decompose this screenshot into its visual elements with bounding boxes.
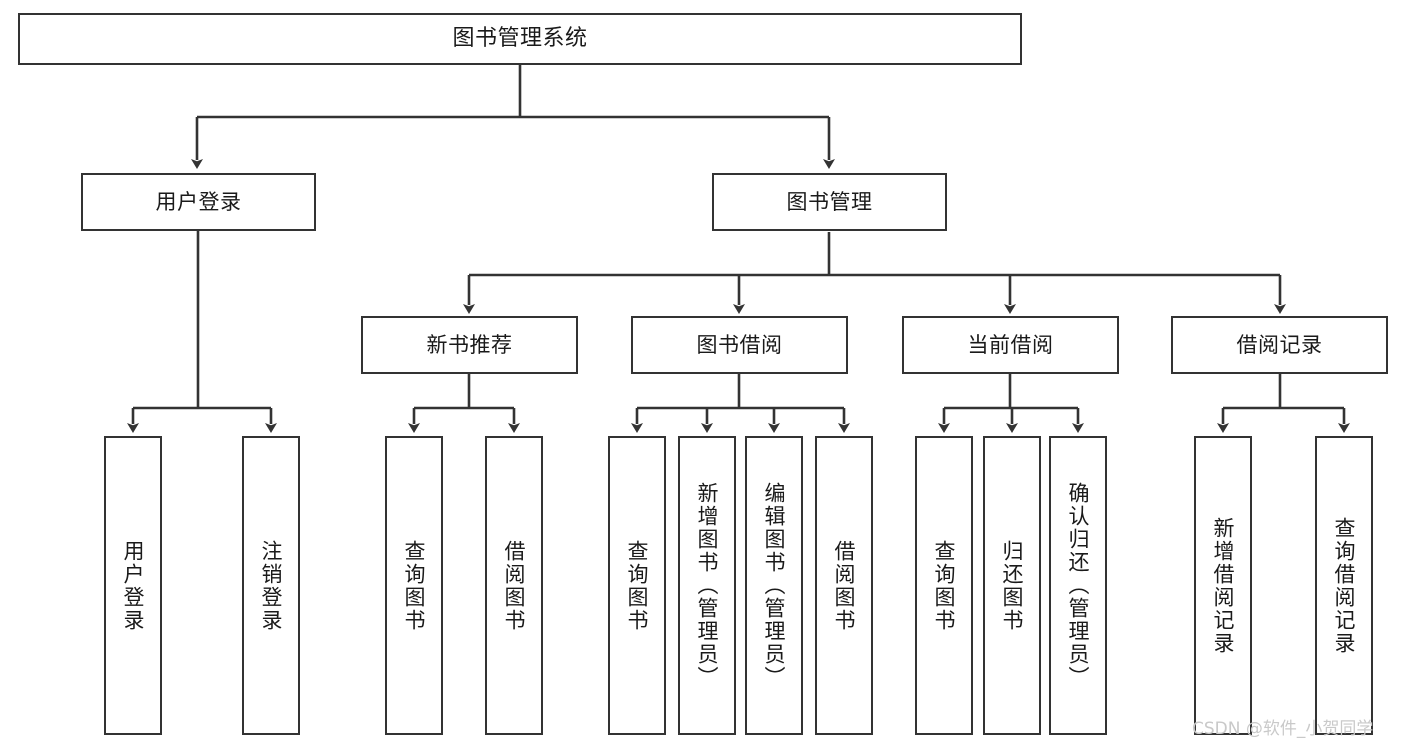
node-label: 用户登录 bbox=[121, 539, 146, 632]
node-label: 新增图书（管理员） bbox=[695, 482, 720, 689]
node-label: 查询借阅记录 bbox=[1332, 516, 1357, 655]
watermark: CSDN @软件_小贺同学 bbox=[1192, 719, 1374, 739]
node-label: 图书管理 bbox=[786, 189, 873, 214]
node-label: 借阅图书 bbox=[502, 539, 527, 632]
node-label: 借阅图书 bbox=[832, 539, 857, 632]
leaf-new-book-query-book[interactable]: 查询图书 bbox=[385, 436, 443, 735]
node-current-borrow[interactable]: 当前借阅 bbox=[902, 316, 1119, 374]
node-label: 借阅记录 bbox=[1236, 332, 1323, 357]
node-label: 当前借阅 bbox=[967, 332, 1054, 357]
node-label: 新增借阅记录 bbox=[1211, 516, 1236, 655]
leaf-book-borrow-query-book[interactable]: 查询图书 bbox=[608, 436, 666, 735]
leaf-book-borrow-borrow-book[interactable]: 借阅图书 bbox=[815, 436, 873, 735]
node-label: 注销登录 bbox=[259, 539, 284, 632]
leaf-new-book-borrow-book[interactable]: 借阅图书 bbox=[485, 436, 543, 735]
node-label: 查询图书 bbox=[932, 539, 957, 632]
node-label: 图书借阅 bbox=[696, 332, 783, 357]
leaf-book-borrow-edit-book[interactable]: 编辑图书（管理员） bbox=[745, 436, 803, 735]
node-borrow-record[interactable]: 借阅记录 bbox=[1171, 316, 1388, 374]
leaf-user-login-logout[interactable]: 注销登录 bbox=[242, 436, 300, 735]
leaf-current-borrow-return-book[interactable]: 归还图书 bbox=[983, 436, 1041, 735]
node-new-book-recommend[interactable]: 新书推荐 bbox=[361, 316, 578, 374]
leaf-book-borrow-add-book[interactable]: 新增图书（管理员） bbox=[678, 436, 736, 735]
leaf-borrow-record-add-record[interactable]: 新增借阅记录 bbox=[1194, 436, 1252, 735]
leaf-current-borrow-confirm-return[interactable]: 确认归还（管理员） bbox=[1049, 436, 1107, 735]
node-label: 归还图书 bbox=[1000, 539, 1025, 632]
node-label: 图书管理系统 bbox=[452, 26, 588, 52]
node-label: 新书推荐 bbox=[426, 332, 513, 357]
leaf-user-login-login[interactable]: 用户登录 bbox=[104, 436, 162, 735]
node-book-management[interactable]: 图书管理 bbox=[712, 173, 947, 231]
node-label: 确认归还（管理员） bbox=[1066, 482, 1091, 689]
node-label: 查询图书 bbox=[402, 539, 427, 632]
node-user-login[interactable]: 用户登录 bbox=[81, 173, 316, 231]
node-root-system[interactable]: 图书管理系统 bbox=[18, 13, 1022, 65]
leaf-borrow-record-query-record[interactable]: 查询借阅记录 bbox=[1315, 436, 1373, 735]
leaf-current-borrow-query-book[interactable]: 查询图书 bbox=[915, 436, 973, 735]
node-label: 用户登录 bbox=[155, 189, 242, 214]
node-label: 查询图书 bbox=[625, 539, 650, 632]
node-book-borrow[interactable]: 图书借阅 bbox=[631, 316, 848, 374]
node-label: 编辑图书（管理员） bbox=[762, 482, 787, 689]
